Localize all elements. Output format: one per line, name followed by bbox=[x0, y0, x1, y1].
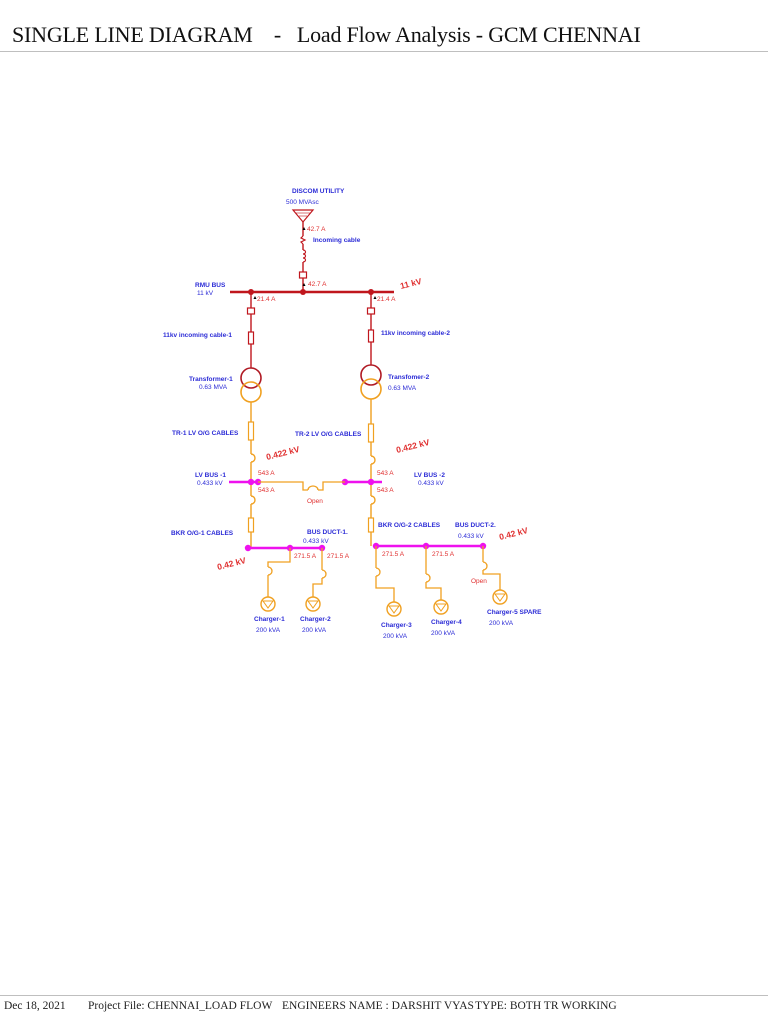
bus-duct-1-voltage: 0.433 kV bbox=[303, 538, 329, 545]
charger-2-branch[interactable] bbox=[305, 548, 327, 612]
feeder-2-lv-breaker[interactable] bbox=[370, 455, 376, 465]
incoming-breaker[interactable] bbox=[298, 271, 308, 279]
transformer-1[interactable] bbox=[240, 367, 262, 403]
charger-2-icon bbox=[305, 596, 321, 612]
charger-3-rating: 200 kVA bbox=[383, 633, 408, 640]
rmu-bus-voltage: 11 kV bbox=[197, 290, 214, 297]
rmu-bus[interactable] bbox=[230, 289, 394, 295]
transformer-1-name: Transformer-1 bbox=[189, 376, 233, 383]
charger-2-rating: 200 kVA bbox=[302, 627, 327, 634]
lv-bus-2[interactable] bbox=[341, 478, 382, 486]
charger-4-icon bbox=[433, 599, 449, 615]
feeder-2-lv-cable-label: TR-2 LV O/G CABLES bbox=[295, 431, 362, 438]
footer-engineer: ENGINEERS NAME : DARSHIT VYAS bbox=[282, 1000, 474, 1012]
bkr-2-cable[interactable] bbox=[367, 517, 375, 533]
feeder-1-cable-label: 11kv incoming cable-1 bbox=[163, 332, 232, 339]
charger-3-icon bbox=[386, 601, 402, 617]
bkr-2-breaker[interactable] bbox=[370, 495, 376, 505]
feeder-2-lv-cable[interactable] bbox=[367, 423, 375, 443]
feeder-1-lv-breaker[interactable] bbox=[250, 453, 256, 463]
charger-2-name: Charger-2 bbox=[300, 616, 331, 623]
bus-coupler-breaker-icon bbox=[307, 485, 319, 491]
charger-1-rating: 200 kVA bbox=[256, 627, 281, 634]
charger-1-current: 271.5 A bbox=[294, 553, 317, 560]
bus-duct-2-operating-voltage: 0.42 kV bbox=[498, 525, 529, 542]
lv-bus-1-current-in: 543 A bbox=[258, 470, 275, 477]
bus-duct-1[interactable] bbox=[244, 544, 326, 552]
lv-bus-2-voltage: 0.433 kV bbox=[418, 480, 444, 487]
bus-duct-2-voltage: 0.433 kV bbox=[458, 533, 484, 540]
charger-1-name: Charger-1 bbox=[254, 616, 285, 623]
charger-2-current: 271.5 A bbox=[327, 553, 350, 560]
feeder-2-lv-voltage: 0.422 kV bbox=[395, 437, 431, 455]
bus-duct-1-operating-voltage: 0.42 kV bbox=[216, 555, 247, 572]
lv-bus-2-current-out: 543 A bbox=[377, 487, 394, 494]
bus-duct-2[interactable] bbox=[372, 542, 487, 550]
charger-5-icon bbox=[492, 589, 508, 605]
feeder-2-hv-breaker[interactable] bbox=[366, 307, 376, 315]
feeder-1-lv-cable-label: TR-1 LV O/G CABLES bbox=[172, 430, 239, 437]
charger-5-name: Charger-5 SPARE bbox=[487, 609, 542, 616]
feeder-2-hv-cable[interactable] bbox=[367, 329, 375, 343]
footer-type: TYPE: BOTH TR WORKING bbox=[475, 1000, 617, 1012]
incoming-cable[interactable]: Incoming cable bbox=[299, 235, 361, 263]
lv-bus-2-current-in: 543 A bbox=[377, 470, 394, 477]
bkr-1-cable[interactable] bbox=[247, 517, 255, 533]
charger-3-name: Charger-3 bbox=[381, 622, 412, 629]
page-title: SINGLE LINE DIAGRAM - Load Flow Analysis… bbox=[12, 22, 641, 47]
lv-bus-2-name: LV BUS -2 bbox=[414, 472, 445, 479]
bus-duct-1-name: BUS DUCT-1. bbox=[307, 529, 348, 536]
charger-3-current: 271.5 A bbox=[382, 551, 405, 558]
transformer-2[interactable] bbox=[360, 364, 382, 400]
inductor-icon bbox=[302, 249, 307, 263]
bus-duct-2-name: BUS DUCT-2. bbox=[455, 522, 496, 529]
charger-4-branch[interactable] bbox=[425, 546, 449, 615]
transformer-2-name: Transfomer-2 bbox=[388, 374, 430, 381]
feeder-1: 21.4 A 11kv incoming cable-1 Transformer… bbox=[163, 292, 301, 482]
bkr-2-cable-label: BKR O/G-2 CABLES bbox=[378, 522, 441, 529]
bus-coupler[interactable] bbox=[258, 481, 345, 491]
utility-name: DISCOM UTILITY bbox=[292, 188, 345, 195]
feeder-1-hv-breaker[interactable] bbox=[246, 307, 256, 315]
bkr-1-breaker[interactable] bbox=[250, 495, 256, 505]
cable-zigzag-icon bbox=[299, 235, 307, 245]
lv-bus-1-voltage: 0.433 kV bbox=[197, 480, 223, 487]
utility-source[interactable]: DISCOM UTILITY 500 MVAsc bbox=[286, 188, 345, 223]
transformer-1-rating: 0.63 MVA bbox=[199, 384, 228, 391]
lv-bus-1-name: LV BUS -1 bbox=[195, 472, 226, 479]
charger-5-branch[interactable] bbox=[482, 546, 508, 605]
feeder-2-cable-label: 11kv incoming cable-2 bbox=[381, 330, 450, 337]
incoming-cable-label: Incoming cable bbox=[313, 237, 361, 244]
feeder-1-hv-cable[interactable] bbox=[247, 331, 255, 345]
charger-5-rating: 200 kVA bbox=[489, 620, 514, 627]
grid-source-icon bbox=[291, 209, 315, 223]
incoming-current: 42.7 A bbox=[308, 281, 327, 288]
feeder-1-lv-voltage: 0.422 kV bbox=[265, 444, 301, 462]
charger-1-icon bbox=[260, 596, 276, 612]
feeder-2: 21.4 A 11kv incoming cable-2 Transfomer-… bbox=[295, 292, 450, 482]
charger-4-rating: 200 kVA bbox=[431, 630, 456, 637]
feeder-1-hv-current: 21.4 A bbox=[257, 296, 276, 303]
charger-4-current: 271.5 A bbox=[432, 551, 455, 558]
charger-3-branch[interactable] bbox=[375, 546, 402, 617]
transformer-2-rating: 0.63 MVA bbox=[388, 385, 417, 392]
rmu-bus-operating-voltage: 11 kV bbox=[399, 276, 423, 291]
footer-project-file: Project File: CHENNAI_LOAD FLOW bbox=[88, 1000, 273, 1012]
header-divider bbox=[0, 51, 768, 52]
utility-current: 42.7 A bbox=[307, 226, 326, 233]
feeder-2-hv-current: 21.4 A bbox=[377, 296, 396, 303]
footer-divider bbox=[0, 995, 768, 996]
bus-coupler-status: Open bbox=[307, 498, 323, 505]
footer-date: Dec 18, 2021 bbox=[4, 1000, 66, 1012]
charger-4-name: Charger-4 bbox=[431, 619, 462, 626]
lv-bus-1-current-out: 543 A bbox=[258, 487, 275, 494]
charger-1-branch[interactable] bbox=[260, 548, 291, 612]
utility-rating: 500 MVAsc bbox=[286, 199, 320, 206]
lv-bus-1[interactable] bbox=[229, 478, 262, 486]
feeder-1-lv-cable[interactable] bbox=[247, 421, 255, 441]
charger-5-status: Open bbox=[471, 578, 487, 585]
rmu-bus-name: RMU BUS bbox=[195, 282, 226, 289]
bkr-1-cable-label: BKR O/G-1 CABLES bbox=[171, 530, 234, 537]
